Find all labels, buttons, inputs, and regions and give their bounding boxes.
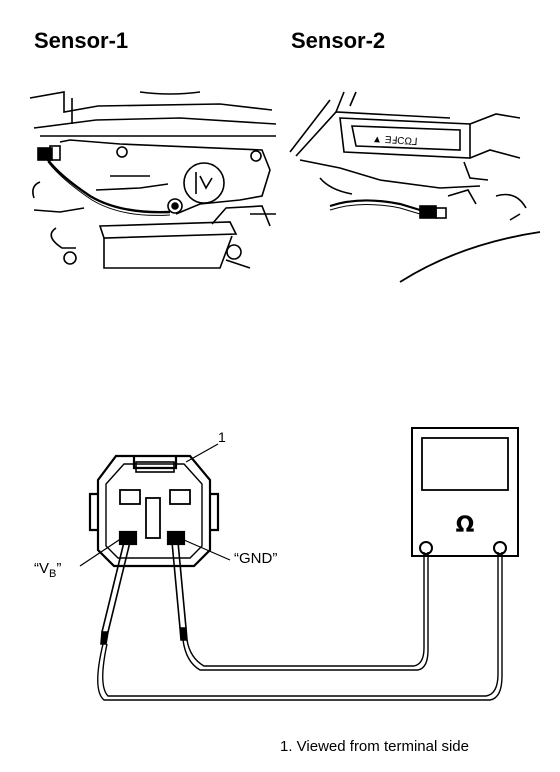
callout-number: 1 (218, 429, 226, 445)
vb-leader-line (79, 537, 123, 567)
ohm-symbol: Ω (456, 513, 475, 538)
ohmmeter (411, 427, 519, 557)
vb-label-open: “V (34, 560, 49, 577)
test-leads (97, 552, 503, 701)
sensor-2-illustration: ▲ ƎℲCΩ⅃ (289, 91, 541, 283)
connector-outline (88, 454, 220, 568)
vb-label-subscript: B (49, 568, 57, 580)
probe-vb (100, 541, 131, 645)
sensor-1-title: Sensor-1 (34, 28, 129, 53)
vb-label: “VB” (34, 560, 61, 580)
callout-leader-line (185, 443, 219, 463)
figure-caption: 1. Viewed from terminal side (280, 738, 469, 755)
sensor-1-illustration (29, 91, 277, 269)
svg-text:▲ ƎℲCΩ⅃: ▲ ƎℲCΩ⅃ (372, 134, 418, 148)
meter-terminal-right (493, 541, 507, 555)
sensor-2-title: Sensor-2 (291, 28, 386, 53)
gnd-leader-line (183, 539, 231, 561)
vb-label-close: ” (56, 560, 62, 577)
probe-gnd (171, 541, 188, 641)
meter-terminal-left (419, 541, 433, 555)
gnd-label: “GND” (234, 550, 278, 567)
